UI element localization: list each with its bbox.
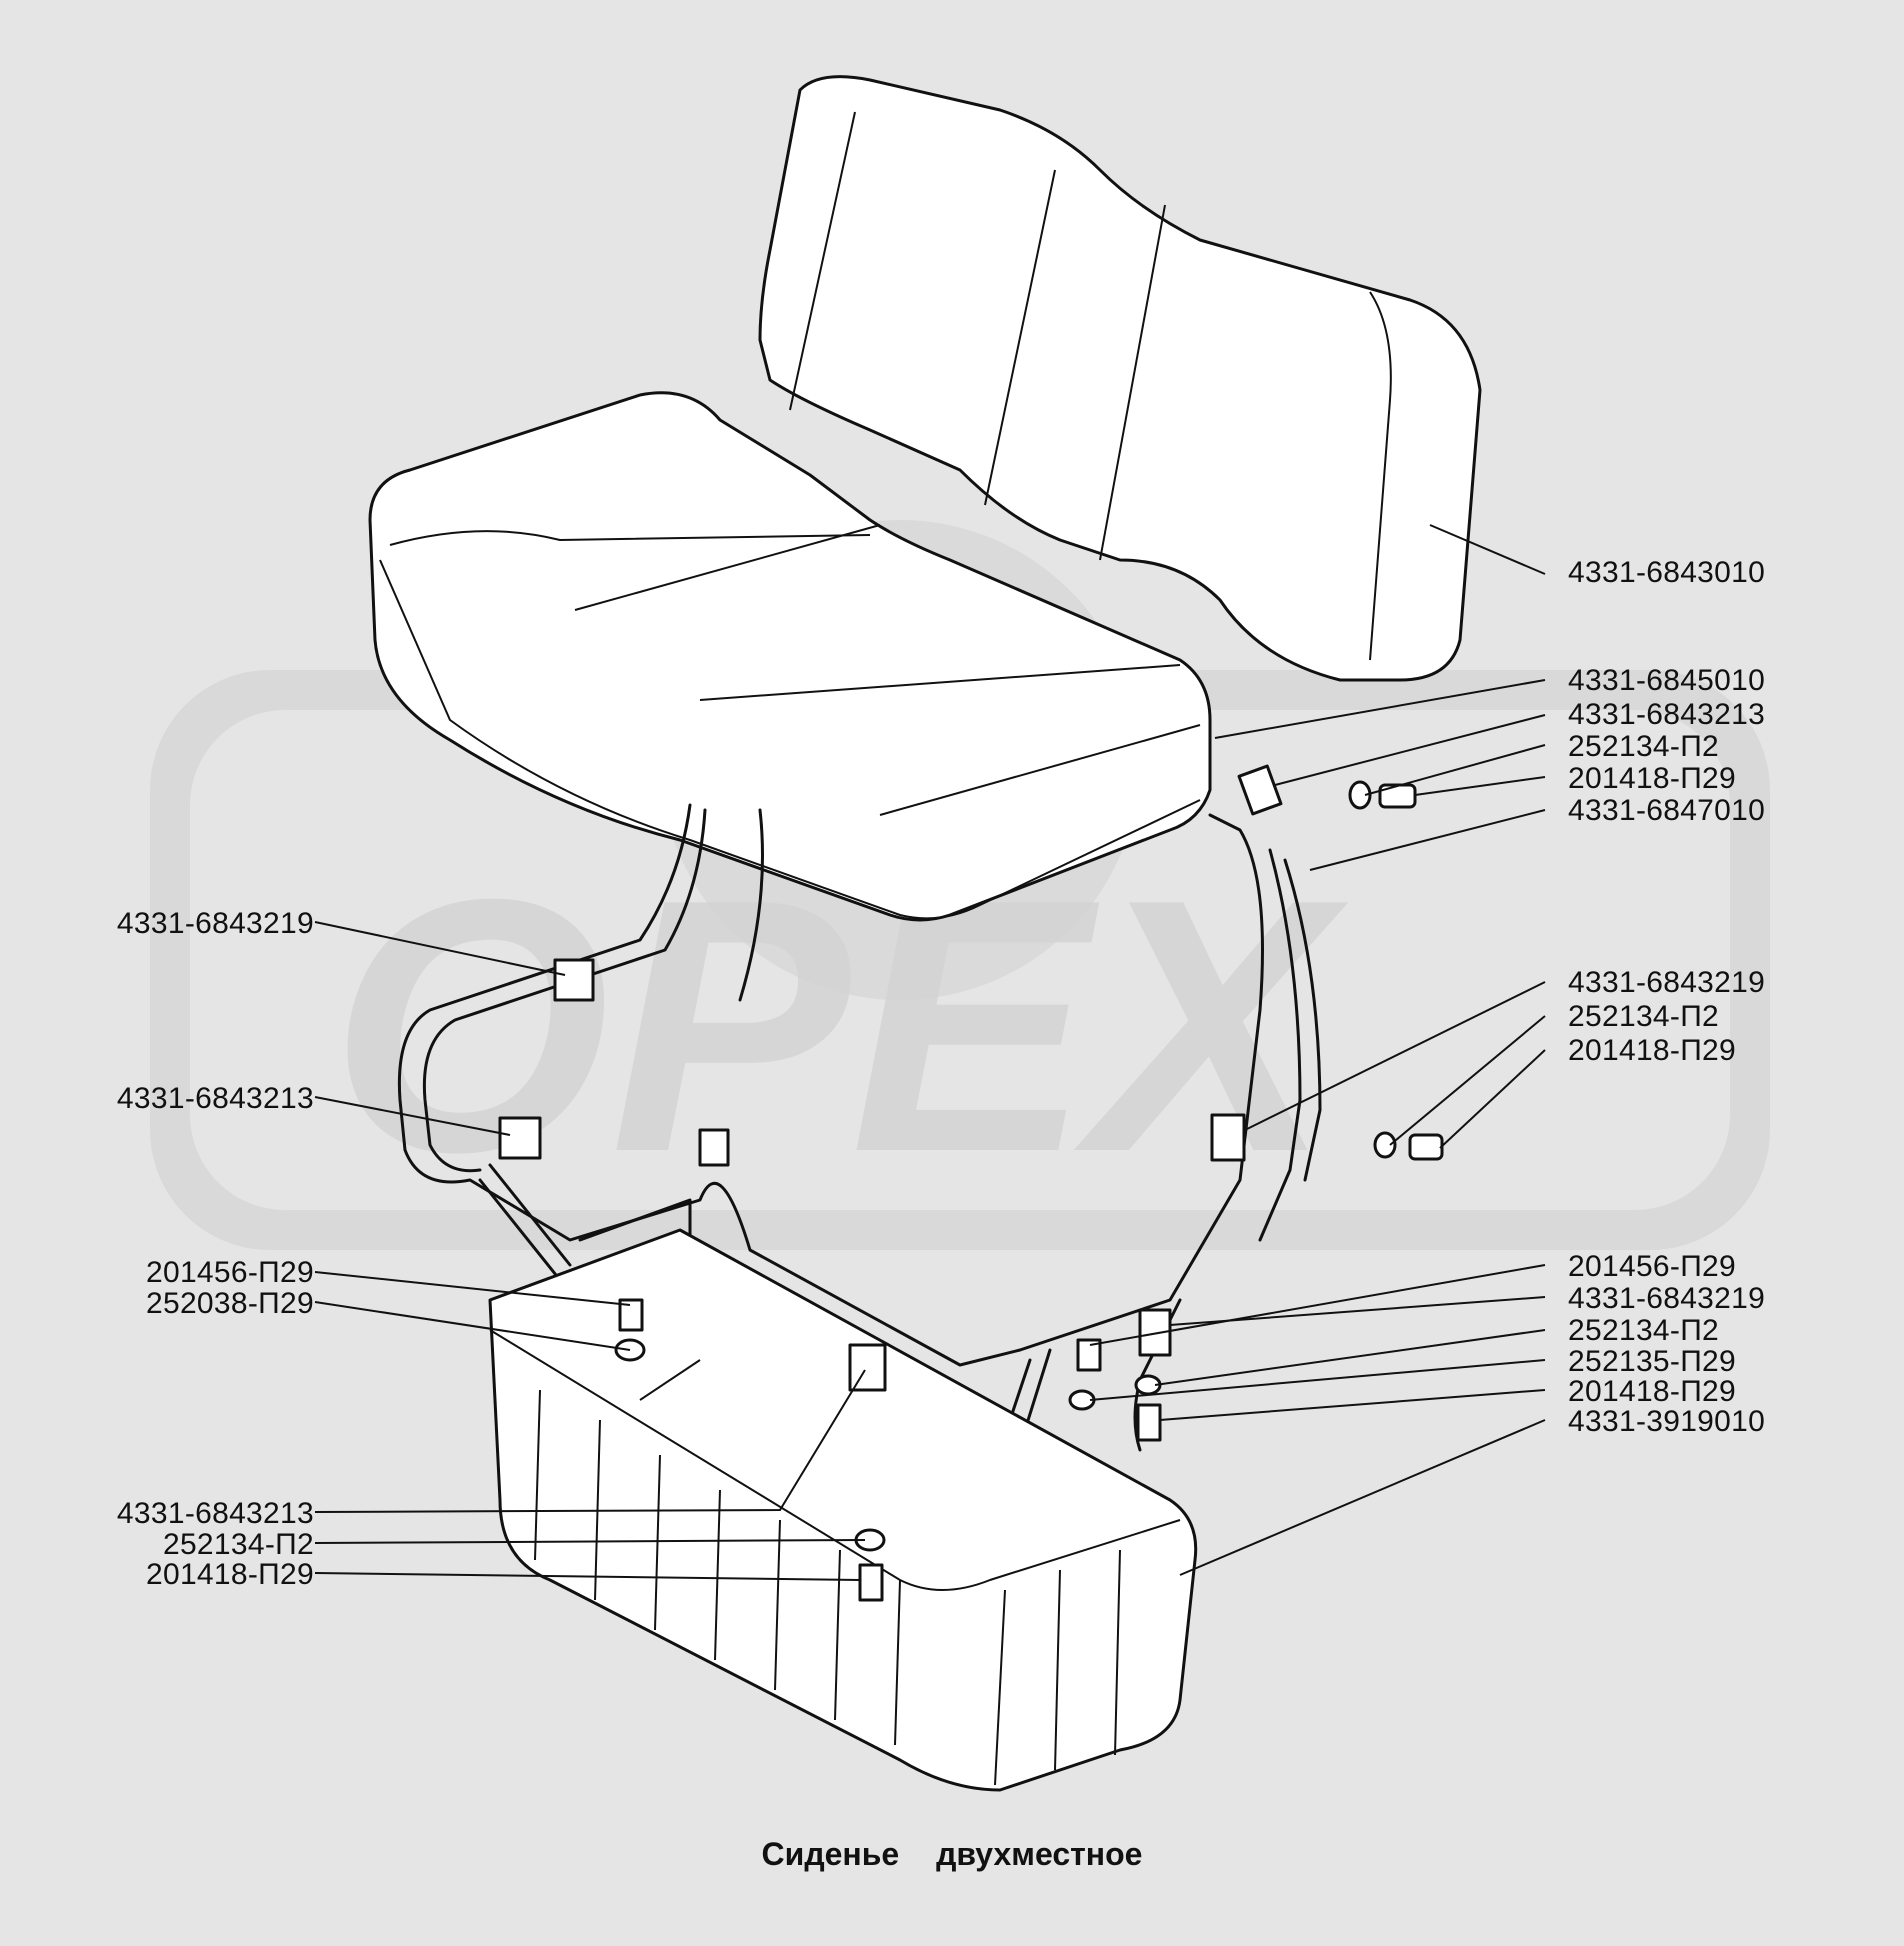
part-label-left: 4331-6843213 — [116, 1082, 314, 1115]
part-label-right: 4331-3919010 — [1568, 1405, 1766, 1438]
part-label-left: 4331-6843219 — [116, 907, 314, 940]
part-label-right: 4331-6843010 — [1568, 556, 1766, 589]
part-label-right: 4331-6843219 — [1568, 1282, 1766, 1315]
watermark-logo: OPEX — [150, 520, 1770, 1250]
part-label-right: 252134-П2 — [1568, 730, 1720, 763]
part-label-right: 201456-П29 — [1568, 1250, 1737, 1283]
leader-lines — [314, 524, 1546, 1581]
seat-back — [758, 75, 1482, 682]
part-label-right: 252135-П29 — [1568, 1345, 1737, 1378]
part-label-right: 4331-6843219 — [1568, 966, 1766, 999]
part-label-right: 4331-6843213 — [1568, 698, 1766, 731]
diagram-caption: Сиденье двухместное — [761, 1836, 1143, 1872]
part-label-right: 201418-П29 — [1568, 762, 1737, 795]
part-label-right: 252134-П2 — [1568, 1000, 1720, 1033]
part-label-right: 4331-6847010 — [1568, 794, 1766, 827]
part-label-left: 252038-П29 — [145, 1287, 314, 1320]
part-label-right: 252134-П2 — [1568, 1314, 1720, 1347]
part-label-left: 252134-П2 — [162, 1528, 314, 1561]
part-label-right: 201418-П29 — [1568, 1034, 1737, 1067]
part-label-left: 201456-П29 — [145, 1256, 314, 1289]
part-label-left: 4331-6843213 — [116, 1497, 314, 1530]
seat-cushion — [368, 391, 1212, 922]
part-label-left: 201418-П29 — [145, 1558, 314, 1591]
part-label-right: 201418-П29 — [1568, 1375, 1737, 1408]
part-label-right: 4331-6845010 — [1568, 664, 1766, 697]
